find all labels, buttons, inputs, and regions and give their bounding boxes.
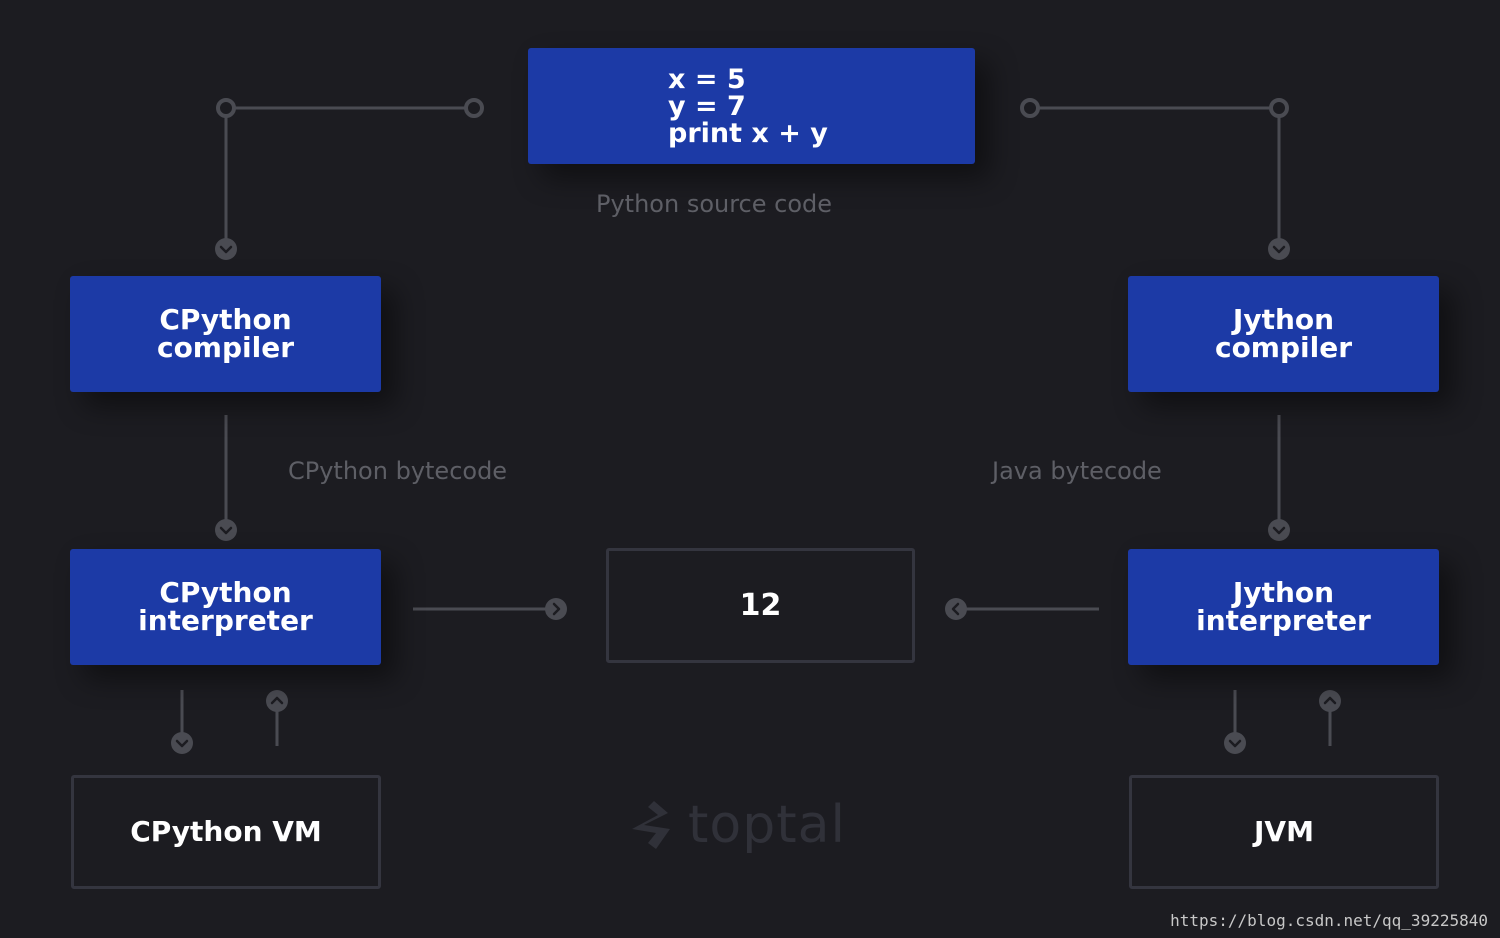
toptal-icon [632, 801, 670, 849]
arrow-up-icon [266, 690, 288, 712]
jvm-box: JVM [1129, 775, 1439, 889]
arrow-left-icon [945, 598, 967, 620]
arrow-down-icon [171, 732, 193, 754]
cpython-compiler-box: CPython compiler [70, 276, 381, 392]
cpython-vm-label: CPython VM [130, 815, 322, 848]
node-dot [216, 98, 236, 118]
source-code-box: x = 5 y = 7 print x + y [528, 48, 975, 164]
node-dot [1020, 98, 1040, 118]
source-caption: Python source code [596, 190, 833, 218]
source-code: x = 5 y = 7 print x + y [668, 63, 828, 149]
arrow-down-icon [215, 519, 237, 541]
node-dot [1269, 98, 1289, 118]
watermark: https://blog.csdn.net/qq_39225840 [1170, 911, 1488, 930]
cpython-interpreter-box: CPython interpreter [70, 549, 381, 665]
cpython-vm-box: CPython VM [71, 775, 381, 889]
arrow-down-icon [1224, 732, 1246, 754]
jython-interpreter-box: Jython interpreter [1128, 549, 1439, 665]
toptal-logo-text: toptal [688, 795, 846, 855]
cpython-bytecode-label: CPython bytecode [288, 457, 508, 485]
arrow-up-icon [1319, 690, 1341, 712]
arrow-right-icon [545, 598, 567, 620]
cpython-interpreter-label: CPython interpreter [138, 576, 313, 637]
java-bytecode-label: Java bytecode [992, 457, 1162, 485]
jython-compiler-box: Jython compiler [1128, 276, 1439, 392]
arrow-down-icon [215, 238, 237, 260]
node-dot [464, 98, 484, 118]
result-box: 12 [606, 548, 915, 663]
jvm-label: JVM [1254, 815, 1314, 848]
jython-compiler-label: Jython compiler [1214, 303, 1353, 364]
result-value: 12 [739, 587, 782, 623]
toptal-logo: toptal [630, 795, 846, 855]
cpython-compiler-label: CPython compiler [156, 303, 295, 364]
arrow-down-icon [1268, 238, 1290, 260]
jython-interpreter-label: Jython interpreter [1196, 576, 1371, 637]
arrow-down-icon [1268, 519, 1290, 541]
